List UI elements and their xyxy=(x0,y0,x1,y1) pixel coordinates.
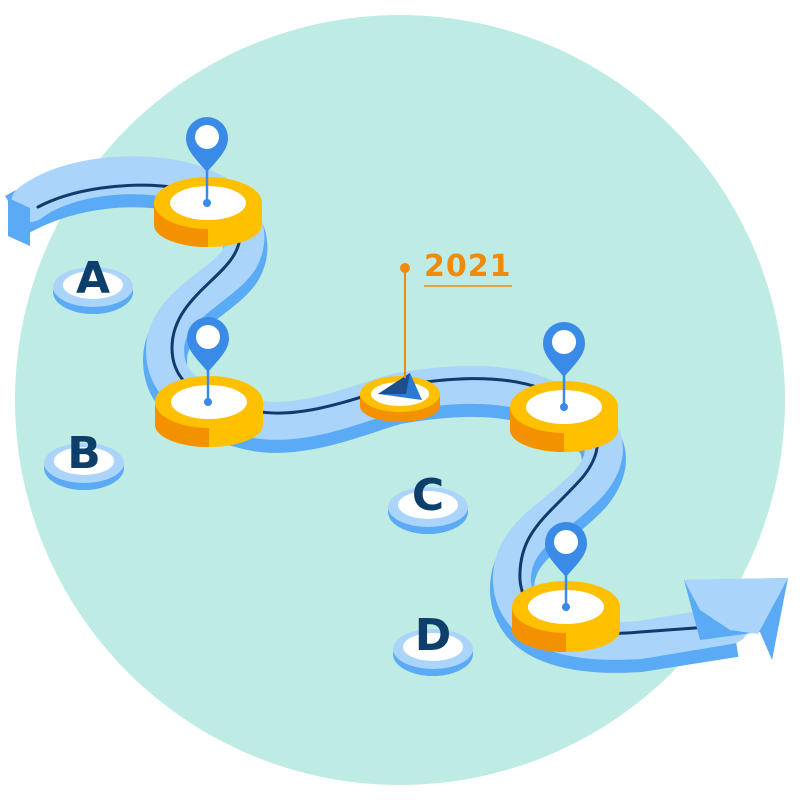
marker-a: A xyxy=(53,253,133,314)
current-position-node xyxy=(360,373,440,422)
year-callout: 2021 xyxy=(400,249,512,378)
direction-arrow-icon xyxy=(684,578,788,660)
marker-c: C xyxy=(388,470,468,534)
map-pin-icon xyxy=(186,117,228,207)
marker-letter: A xyxy=(76,253,110,304)
marker-letter: B xyxy=(67,428,101,479)
year-label: 2021 xyxy=(424,249,512,284)
marker-b: B xyxy=(44,428,124,490)
road-start xyxy=(8,198,30,246)
marker-letter: D xyxy=(415,610,452,661)
map-pin-icon xyxy=(545,522,587,611)
map-pin-icon xyxy=(543,322,585,411)
marker-letter: C xyxy=(412,470,444,521)
navigation-arrow-icon xyxy=(378,373,422,400)
map-pin-icon xyxy=(187,317,229,406)
marker-d: D xyxy=(393,610,473,676)
